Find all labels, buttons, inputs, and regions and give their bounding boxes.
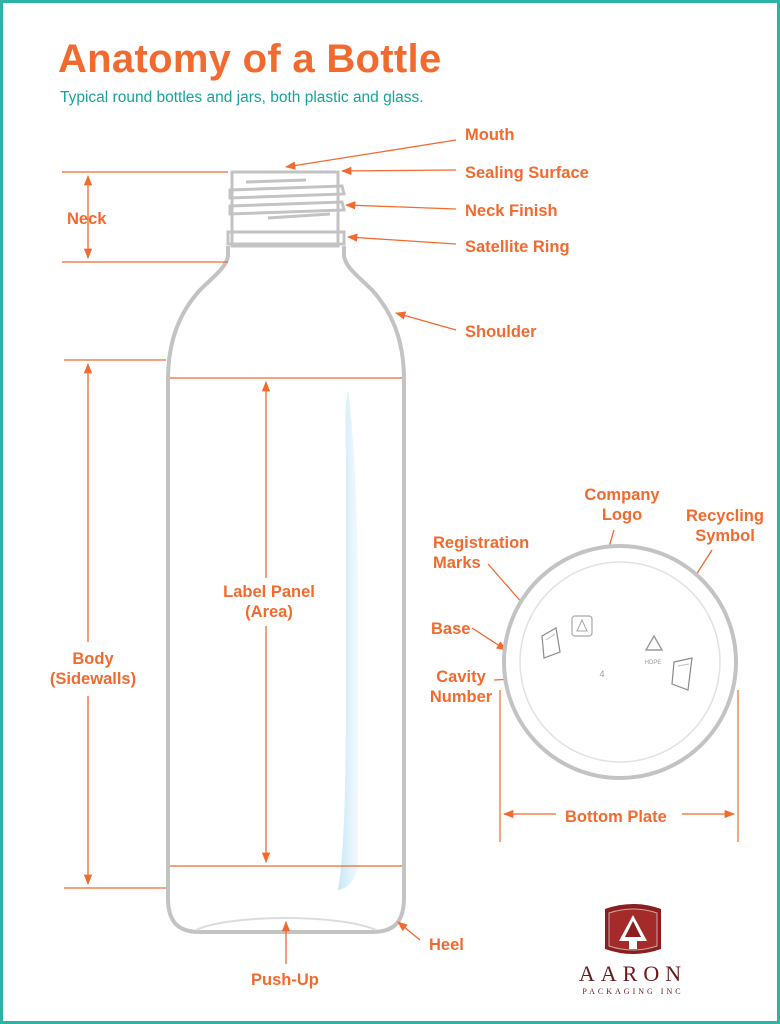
label-cavity-number: Cavity Number bbox=[421, 667, 501, 707]
label-body: Body (Sidewalls) bbox=[33, 649, 153, 689]
body-highlight bbox=[338, 390, 358, 890]
label-heel: Heel bbox=[429, 936, 464, 954]
label-company-logo-line2: Logo bbox=[601, 506, 643, 524]
label-cavity-number-line2: Number bbox=[429, 688, 493, 706]
label-satellite-ring: Satellite Ring bbox=[465, 238, 570, 256]
mouth-callout-arrow bbox=[284, 139, 457, 170]
push-up-dome bbox=[195, 917, 377, 931]
satellite-ring-callout-arrow bbox=[346, 233, 457, 245]
label-company-logo-line1: Company bbox=[584, 486, 660, 504]
label-sealing-surface: Sealing Surface bbox=[465, 164, 589, 182]
label-bottom-plate: Bottom Plate bbox=[565, 808, 667, 826]
company-logo-stamp bbox=[571, 615, 593, 637]
logo-subtitle: PACKAGING INC bbox=[582, 987, 684, 996]
label-label-panel-line1: Label Panel bbox=[223, 583, 315, 601]
label-mouth: Mouth bbox=[465, 126, 515, 144]
label-push-up: Push-Up bbox=[251, 971, 319, 989]
label-body-line2: (Sidewalls) bbox=[49, 670, 137, 688]
registration-mark-right bbox=[671, 657, 693, 691]
label-recycling-symbol-line1: Recycling bbox=[686, 507, 764, 525]
logo-wordmark: AARON bbox=[578, 961, 688, 986]
label-recycling-symbol-line2: Symbol bbox=[695, 527, 755, 545]
label-neck: Neck bbox=[67, 210, 107, 228]
sealing-surface-callout-arrow bbox=[340, 166, 457, 176]
bottle-illustration: HDPE 4 bbox=[62, 139, 739, 964]
label-label-panel-line2: (Area) bbox=[245, 603, 293, 621]
label-neck-finish: Neck Finish bbox=[465, 202, 558, 220]
label-registration-marks-line2: Marks bbox=[433, 554, 481, 572]
label-registration-marks: Registration Marks bbox=[433, 533, 529, 573]
cavity-digit-text: 4 bbox=[599, 669, 604, 679]
shoulder-callout-arrow bbox=[394, 311, 457, 331]
label-shoulder: Shoulder bbox=[465, 323, 537, 341]
logo-emblem-icon bbox=[605, 904, 661, 954]
base-callout-arrow bbox=[471, 627, 507, 651]
neck-finish-threads bbox=[226, 170, 346, 248]
label-body-line1: Body bbox=[72, 650, 114, 668]
bottle-base-view bbox=[502, 544, 738, 780]
label-label-panel: Label Panel (Area) bbox=[199, 582, 339, 622]
label-registration-marks-line1: Registration bbox=[433, 534, 530, 552]
neck-finish-callout-arrow bbox=[344, 201, 457, 210]
label-cavity-number-line1: Cavity bbox=[436, 668, 486, 686]
recycling-symbol-icon bbox=[644, 634, 664, 651]
aaron-packaging-logo: AARON PACKAGING INC bbox=[563, 901, 703, 1001]
page-title: Anatomy of a Bottle bbox=[58, 37, 442, 81]
registration-mark-left bbox=[541, 627, 561, 659]
heel-callout-arrow bbox=[397, 921, 421, 941]
resin-code-text: HDPE bbox=[645, 660, 662, 666]
label-company-logo: Company Logo bbox=[567, 485, 677, 525]
label-base: Base bbox=[431, 620, 471, 638]
label-recycling-symbol: Recycling Symbol bbox=[675, 506, 775, 546]
page-subtitle: Typical round bottles and jars, both pla… bbox=[60, 89, 424, 106]
